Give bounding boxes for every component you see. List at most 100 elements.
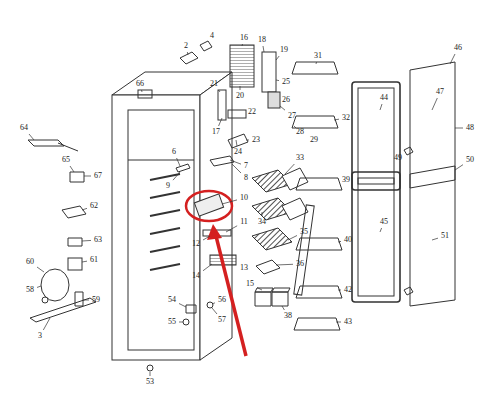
leader-line [82, 261, 87, 263]
callout-number: 59 [91, 296, 101, 304]
callout-number: 61 [89, 256, 99, 264]
callout-number: 21 [209, 80, 219, 88]
handle [210, 156, 234, 166]
callout-number: 26 [281, 96, 291, 104]
leader-line [276, 56, 279, 60]
leader-line [232, 164, 241, 173]
leader-line [150, 372, 151, 376]
callout-number: 46 [453, 44, 463, 52]
callout-number: 65 [61, 156, 71, 164]
leader-line [179, 322, 183, 323]
cord [28, 140, 78, 151]
leader-line [212, 308, 217, 314]
callout-number: 3 [37, 332, 43, 340]
leader-line [37, 267, 44, 272]
callout-number: 58 [25, 286, 35, 294]
callout-number: 11 [239, 218, 249, 226]
leader-line [450, 54, 455, 64]
leader-line [294, 126, 296, 128]
duct [262, 52, 276, 92]
leader-line [338, 241, 341, 243]
leader-line [432, 238, 438, 240]
callout-number: 22 [247, 108, 257, 116]
thermostat [268, 92, 280, 108]
leader-line [82, 240, 91, 242]
leader-line [455, 165, 463, 170]
capacitor [68, 238, 82, 246]
foot [147, 365, 153, 371]
leader-line [338, 290, 341, 291]
leader-line [288, 236, 297, 241]
base-plate [30, 298, 96, 322]
leader-line [29, 134, 34, 140]
clip [176, 164, 190, 172]
callout-number: 27 [287, 112, 297, 120]
leader-line [187, 52, 189, 55]
callout-number: 54 [167, 296, 177, 304]
callout-number: 49 [393, 154, 403, 162]
leader-line [262, 212, 263, 216]
callout-number: 48 [465, 124, 475, 132]
door-bins [292, 62, 342, 330]
glass-panel [282, 198, 308, 220]
bracket [62, 206, 86, 218]
upper-gasket [352, 82, 400, 190]
callout-number: 29 [309, 136, 319, 144]
foot [186, 305, 196, 313]
callout-number: 55 [167, 318, 177, 326]
foot [42, 297, 48, 303]
leader-line [83, 300, 89, 301]
callout-number: 16 [239, 34, 249, 42]
callout-number: 8 [243, 174, 249, 182]
leader-line [82, 208, 87, 210]
glass-shelf [252, 228, 292, 250]
leader-line [219, 90, 221, 92]
callout-number: 63 [93, 236, 103, 244]
leader-line [334, 119, 339, 121]
callout-number: 53 [145, 378, 155, 386]
highlight-ring [186, 191, 232, 221]
damper [194, 194, 223, 216]
drier [75, 292, 83, 306]
callout-number: 51 [440, 232, 450, 240]
lower-liner [358, 178, 394, 296]
upper-door [410, 62, 455, 188]
callout-number: 34 [257, 218, 267, 226]
callout-number: 14 [191, 272, 201, 280]
leader-line [203, 264, 212, 271]
bracket [218, 90, 226, 120]
callout-number: 42 [343, 286, 353, 294]
leader-line [263, 46, 264, 52]
leader-line [285, 164, 294, 174]
callout-number: 62 [89, 202, 99, 210]
callout-number: 50 [465, 156, 475, 164]
shelf-rails [150, 174, 180, 270]
evaporator [230, 45, 254, 87]
leader-line [380, 228, 382, 232]
lower-door [410, 166, 455, 306]
hinge-top [180, 52, 198, 64]
lower-gasket [352, 172, 400, 302]
leader-line [276, 264, 293, 266]
leader-line [179, 304, 186, 308]
hinge [138, 90, 152, 98]
callout-number: 17 [211, 128, 221, 136]
bracket [200, 41, 212, 51]
callout-number: 56 [217, 296, 227, 304]
leader-line [43, 318, 50, 330]
callout-number: 23 [251, 136, 261, 144]
cabinet-front [112, 95, 200, 360]
callout-number: 67 [93, 172, 103, 180]
lamp-cover [228, 110, 246, 118]
leader-line [240, 86, 241, 90]
callout-number: 36 [295, 260, 305, 268]
starter [68, 258, 82, 270]
callout-number: 19 [279, 46, 289, 54]
leader-line [177, 158, 180, 166]
cover [256, 260, 280, 274]
crisper [255, 288, 273, 306]
leader-line [226, 226, 237, 232]
callout-number: 40 [343, 236, 353, 244]
